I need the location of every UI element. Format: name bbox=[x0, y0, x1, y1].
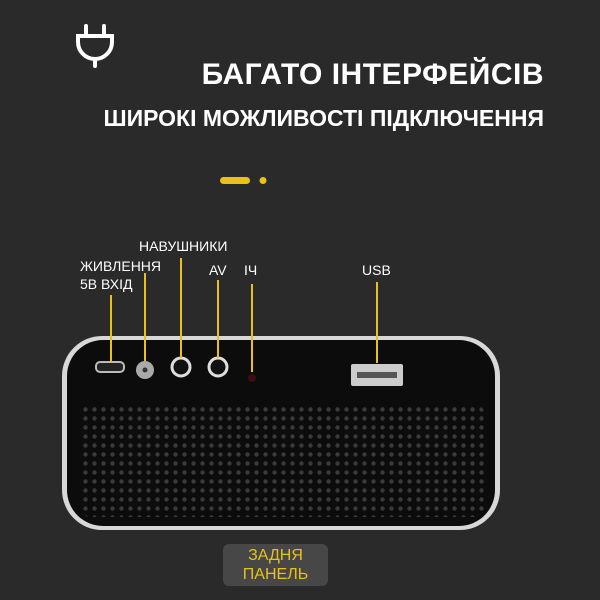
label-power-input: 5В ВХІД bbox=[80, 276, 133, 292]
plug-icon bbox=[76, 24, 114, 68]
label-av: AV bbox=[209, 262, 227, 278]
label-usb: USB bbox=[362, 262, 391, 278]
ir-sensor bbox=[248, 374, 256, 382]
micro-usb-port bbox=[95, 361, 125, 373]
page-title: БАГАТО ІНТЕРФЕЙСІВ bbox=[201, 58, 544, 91]
leader-lines bbox=[110, 258, 378, 372]
badge-line2: ПАНЕЛЬ bbox=[242, 566, 309, 583]
badge-line1: ЗАДНЯ bbox=[248, 547, 303, 564]
device bbox=[62, 336, 500, 530]
page-subtitle: ШИРОКІ МОЖЛИВОСТІ ПІДКЛЮЧЕННЯ bbox=[103, 105, 544, 131]
label-headphones: НАВУШНИКИ bbox=[139, 238, 228, 254]
headphone-port bbox=[170, 356, 192, 378]
rear-panel-badge: ЗАДНЯ ПАНЕЛЬ bbox=[223, 544, 328, 586]
label-ir: ІЧ bbox=[244, 262, 258, 278]
av-port bbox=[207, 356, 229, 378]
label-power: ЖИВЛЕННЯ bbox=[80, 258, 162, 274]
carousel-indicator bbox=[220, 177, 267, 184]
